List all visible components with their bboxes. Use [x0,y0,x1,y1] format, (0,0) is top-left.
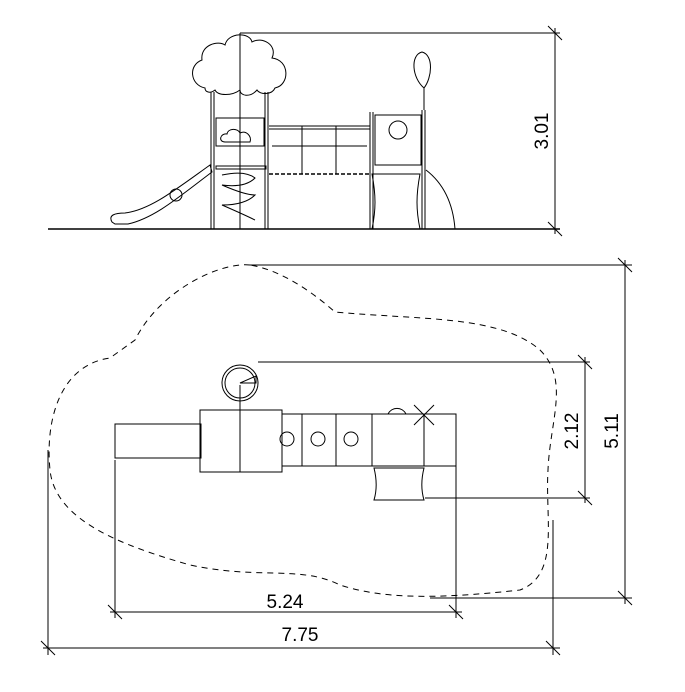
tower-deck [199,409,283,473]
tower-panel [215,117,265,147]
bridge-plan [281,413,373,467]
tree-roof-plan [221,364,259,402]
plan-view: 2.12 5.11 5.24 7.75 [40,257,633,656]
safety-zone-outline [48,264,557,597]
equipment-depth-dimension: 2.12 [562,413,583,450]
slide-plan [114,423,202,459]
pole-arc [425,169,456,230]
climbing-wall [371,173,421,230]
slide [110,164,213,225]
porthole-panel [374,114,422,166]
right-deck [371,413,425,467]
tree-roof [192,34,287,96]
climbing-wall-plan [373,467,425,501]
elevation-view: 3.01 [48,25,563,237]
height-dimension: 3.01 [532,113,553,150]
safety-zone-depth-dimension: 5.11 [602,413,623,449]
safety-zone-length-dimension: 7.75 [282,625,319,646]
equipment-length-dimension: 5.24 [267,592,304,613]
cloud-cutout [220,128,251,143]
ladder [423,413,457,467]
lamp-finial [413,51,431,89]
spiral-climber [221,172,257,221]
porthole [388,120,408,140]
